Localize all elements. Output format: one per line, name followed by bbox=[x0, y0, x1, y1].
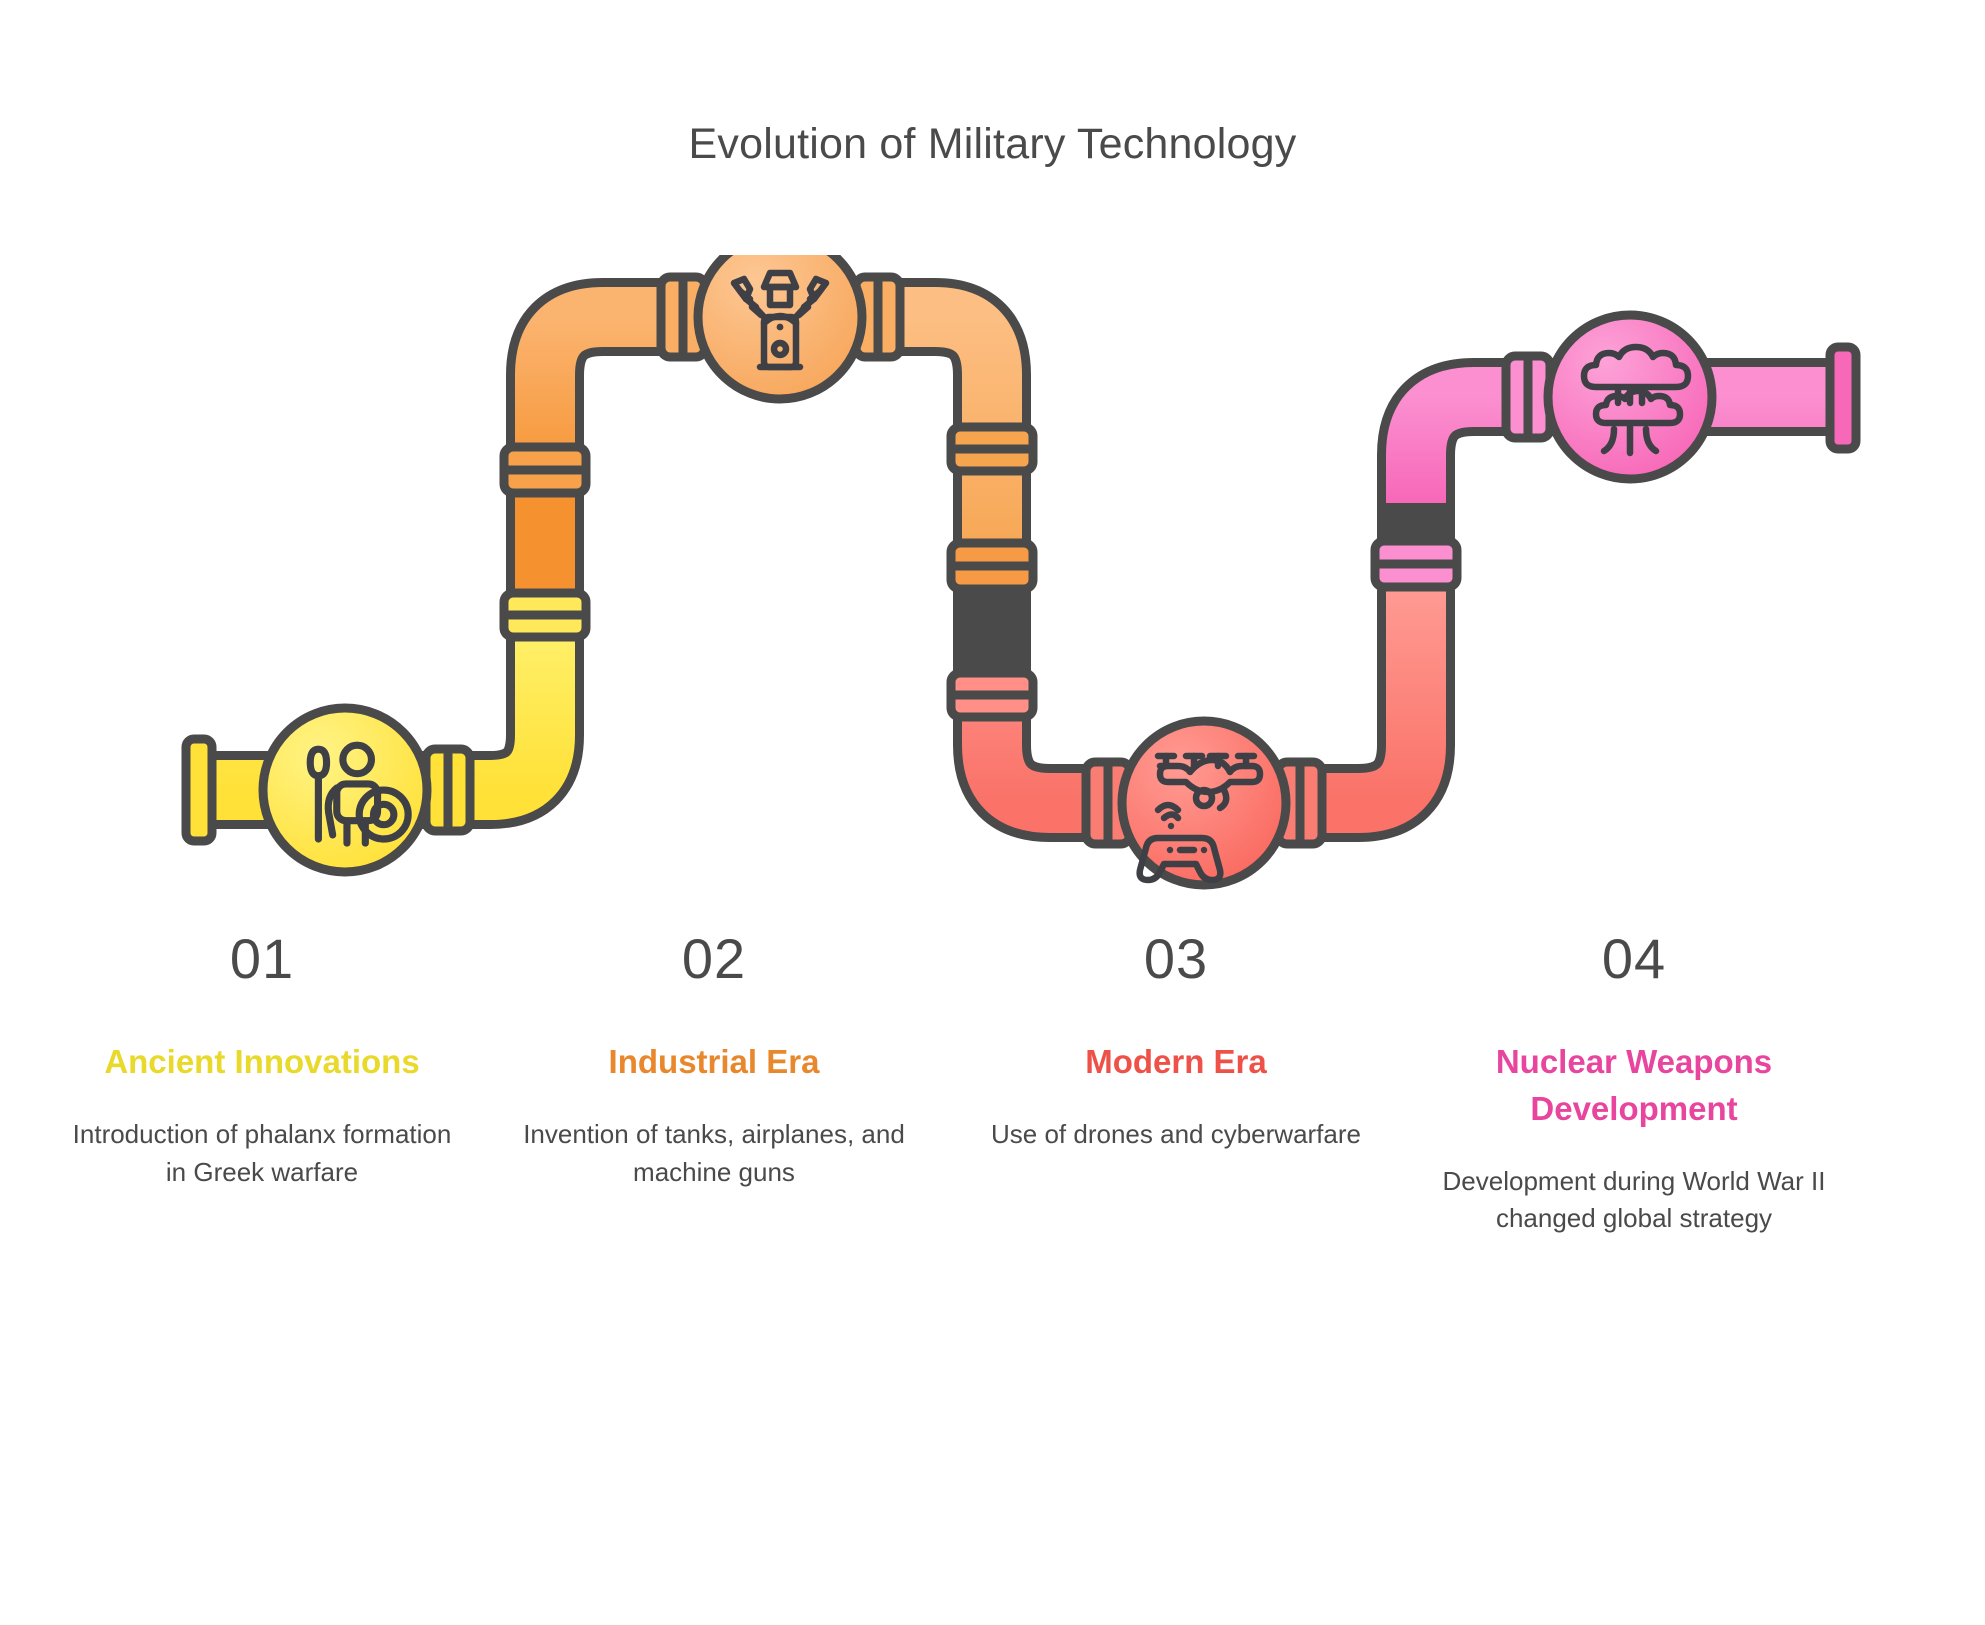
node-1-ancient[interactable] bbox=[258, 703, 432, 877]
step-description: Introduction of phalanx formation in Gre… bbox=[72, 1118, 452, 1187]
node-3-modern[interactable] bbox=[1117, 716, 1291, 890]
pipeline-svg bbox=[181, 255, 1861, 890]
pipe-joint-s2 bbox=[1081, 757, 1135, 849]
pipe-joint-y2 bbox=[499, 588, 591, 642]
pipe-joint-p1 bbox=[1501, 351, 1555, 443]
pipe-joint-y1 bbox=[421, 744, 475, 836]
step-title: Ancient Innovations bbox=[104, 1042, 420, 1080]
step-description: Development during World War II changed … bbox=[1442, 1165, 1826, 1234]
step-number: 04 bbox=[1601, 927, 1667, 990]
step-column-2: 02 Industrial Era Invention of tanks, ai… bbox=[494, 927, 934, 1192]
node-2-industrial[interactable] bbox=[693, 255, 867, 404]
industrial-machine-icon bbox=[730, 269, 830, 371]
node-4-nuclear[interactable] bbox=[1543, 310, 1717, 484]
drone-controller-icon bbox=[1136, 752, 1264, 884]
pipeline-diagram bbox=[180, 255, 1870, 905]
step-description: Invention of tanks, airplanes, and machi… bbox=[523, 1118, 905, 1187]
pipe-joint-o3 bbox=[946, 422, 1038, 476]
step-column-3: 03 Modern Era Use of drones and cyberwar… bbox=[956, 927, 1396, 1154]
right-end-flange bbox=[1825, 342, 1861, 454]
pipe-joint-o1 bbox=[656, 272, 710, 362]
steps-columns: 01 Ancient Innovations Introduction of p… bbox=[0, 927, 1985, 1238]
pipe-joint-os bbox=[946, 538, 1038, 594]
mushroom-cloud-icon bbox=[1580, 343, 1692, 457]
step-column-4: 04 Nuclear Weapons Development Developme… bbox=[1414, 927, 1854, 1238]
step-number: 01 bbox=[229, 927, 295, 990]
step-title: Industrial Era bbox=[608, 1042, 820, 1080]
page-title: Evolution of Military Technology bbox=[688, 120, 1297, 168]
step-description: Use of drones and cyberwarfare bbox=[991, 1118, 1361, 1149]
warrior-spear-shield-icon bbox=[306, 741, 412, 847]
step-title: Modern Era bbox=[1085, 1042, 1267, 1080]
step-number: 02 bbox=[681, 927, 747, 990]
step-title: Nuclear Weapons Development bbox=[1495, 1042, 1773, 1127]
step-number: 03 bbox=[1143, 927, 1209, 990]
pipe-joint-s1 bbox=[946, 668, 1038, 722]
pipe-joint-oy bbox=[499, 442, 591, 498]
left-end-flange bbox=[181, 734, 217, 846]
pipe-joint-sp bbox=[1370, 536, 1462, 592]
step-column-1: 01 Ancient Innovations Introduction of p… bbox=[42, 927, 482, 1192]
